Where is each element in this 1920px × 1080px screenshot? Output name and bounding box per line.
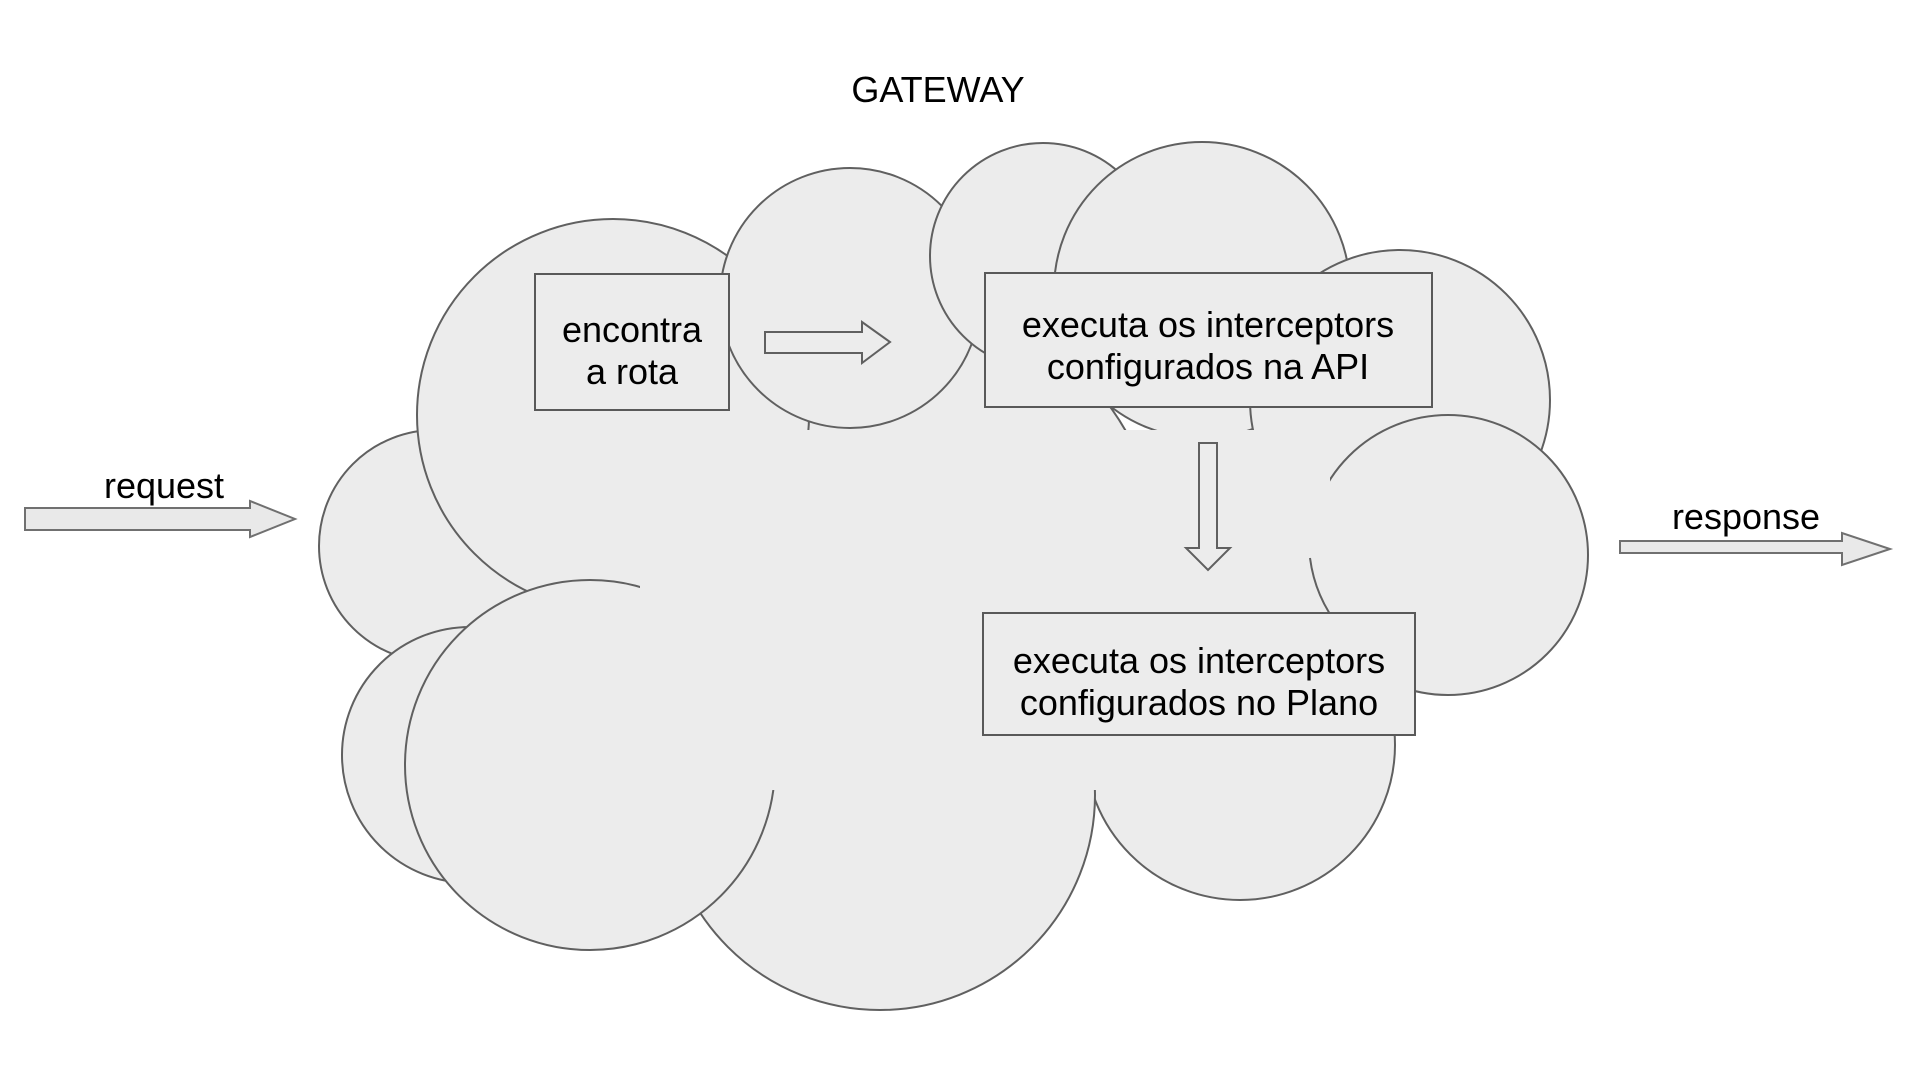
- request-label: request: [104, 465, 224, 506]
- find-route-text-line1: encontra: [562, 309, 703, 350]
- api-interceptors-text-line1: executa os interceptors: [1022, 304, 1394, 345]
- api-interceptors-text-line2: configurados na API: [1047, 346, 1369, 387]
- plan-interceptors-box: executa os interceptors configurados no …: [982, 612, 1416, 736]
- api-to-plan-arrow-down-icon: [1183, 442, 1233, 572]
- find-route-box: encontra a rota: [534, 273, 730, 411]
- response-label: response: [1672, 496, 1820, 537]
- find-route-box-rect: [534, 273, 730, 411]
- request-arrow-right-icon: [24, 499, 298, 539]
- find-route-text-line2: a rota: [586, 351, 679, 392]
- diagram-title: GATEWAY: [851, 69, 1024, 110]
- plan-interceptors-text-line2: configurados no Plano: [1020, 682, 1378, 723]
- api-interceptors-box-rect: [984, 272, 1433, 408]
- response-arrow-right-icon: [1619, 531, 1894, 567]
- plan-interceptors-box-rect: [982, 612, 1416, 736]
- plan-interceptors-text-line1: executa os interceptors: [1013, 640, 1385, 681]
- api-interceptors-box: executa os interceptors configurados na …: [984, 272, 1433, 408]
- route-to-api-arrow-right-icon: [764, 320, 892, 365]
